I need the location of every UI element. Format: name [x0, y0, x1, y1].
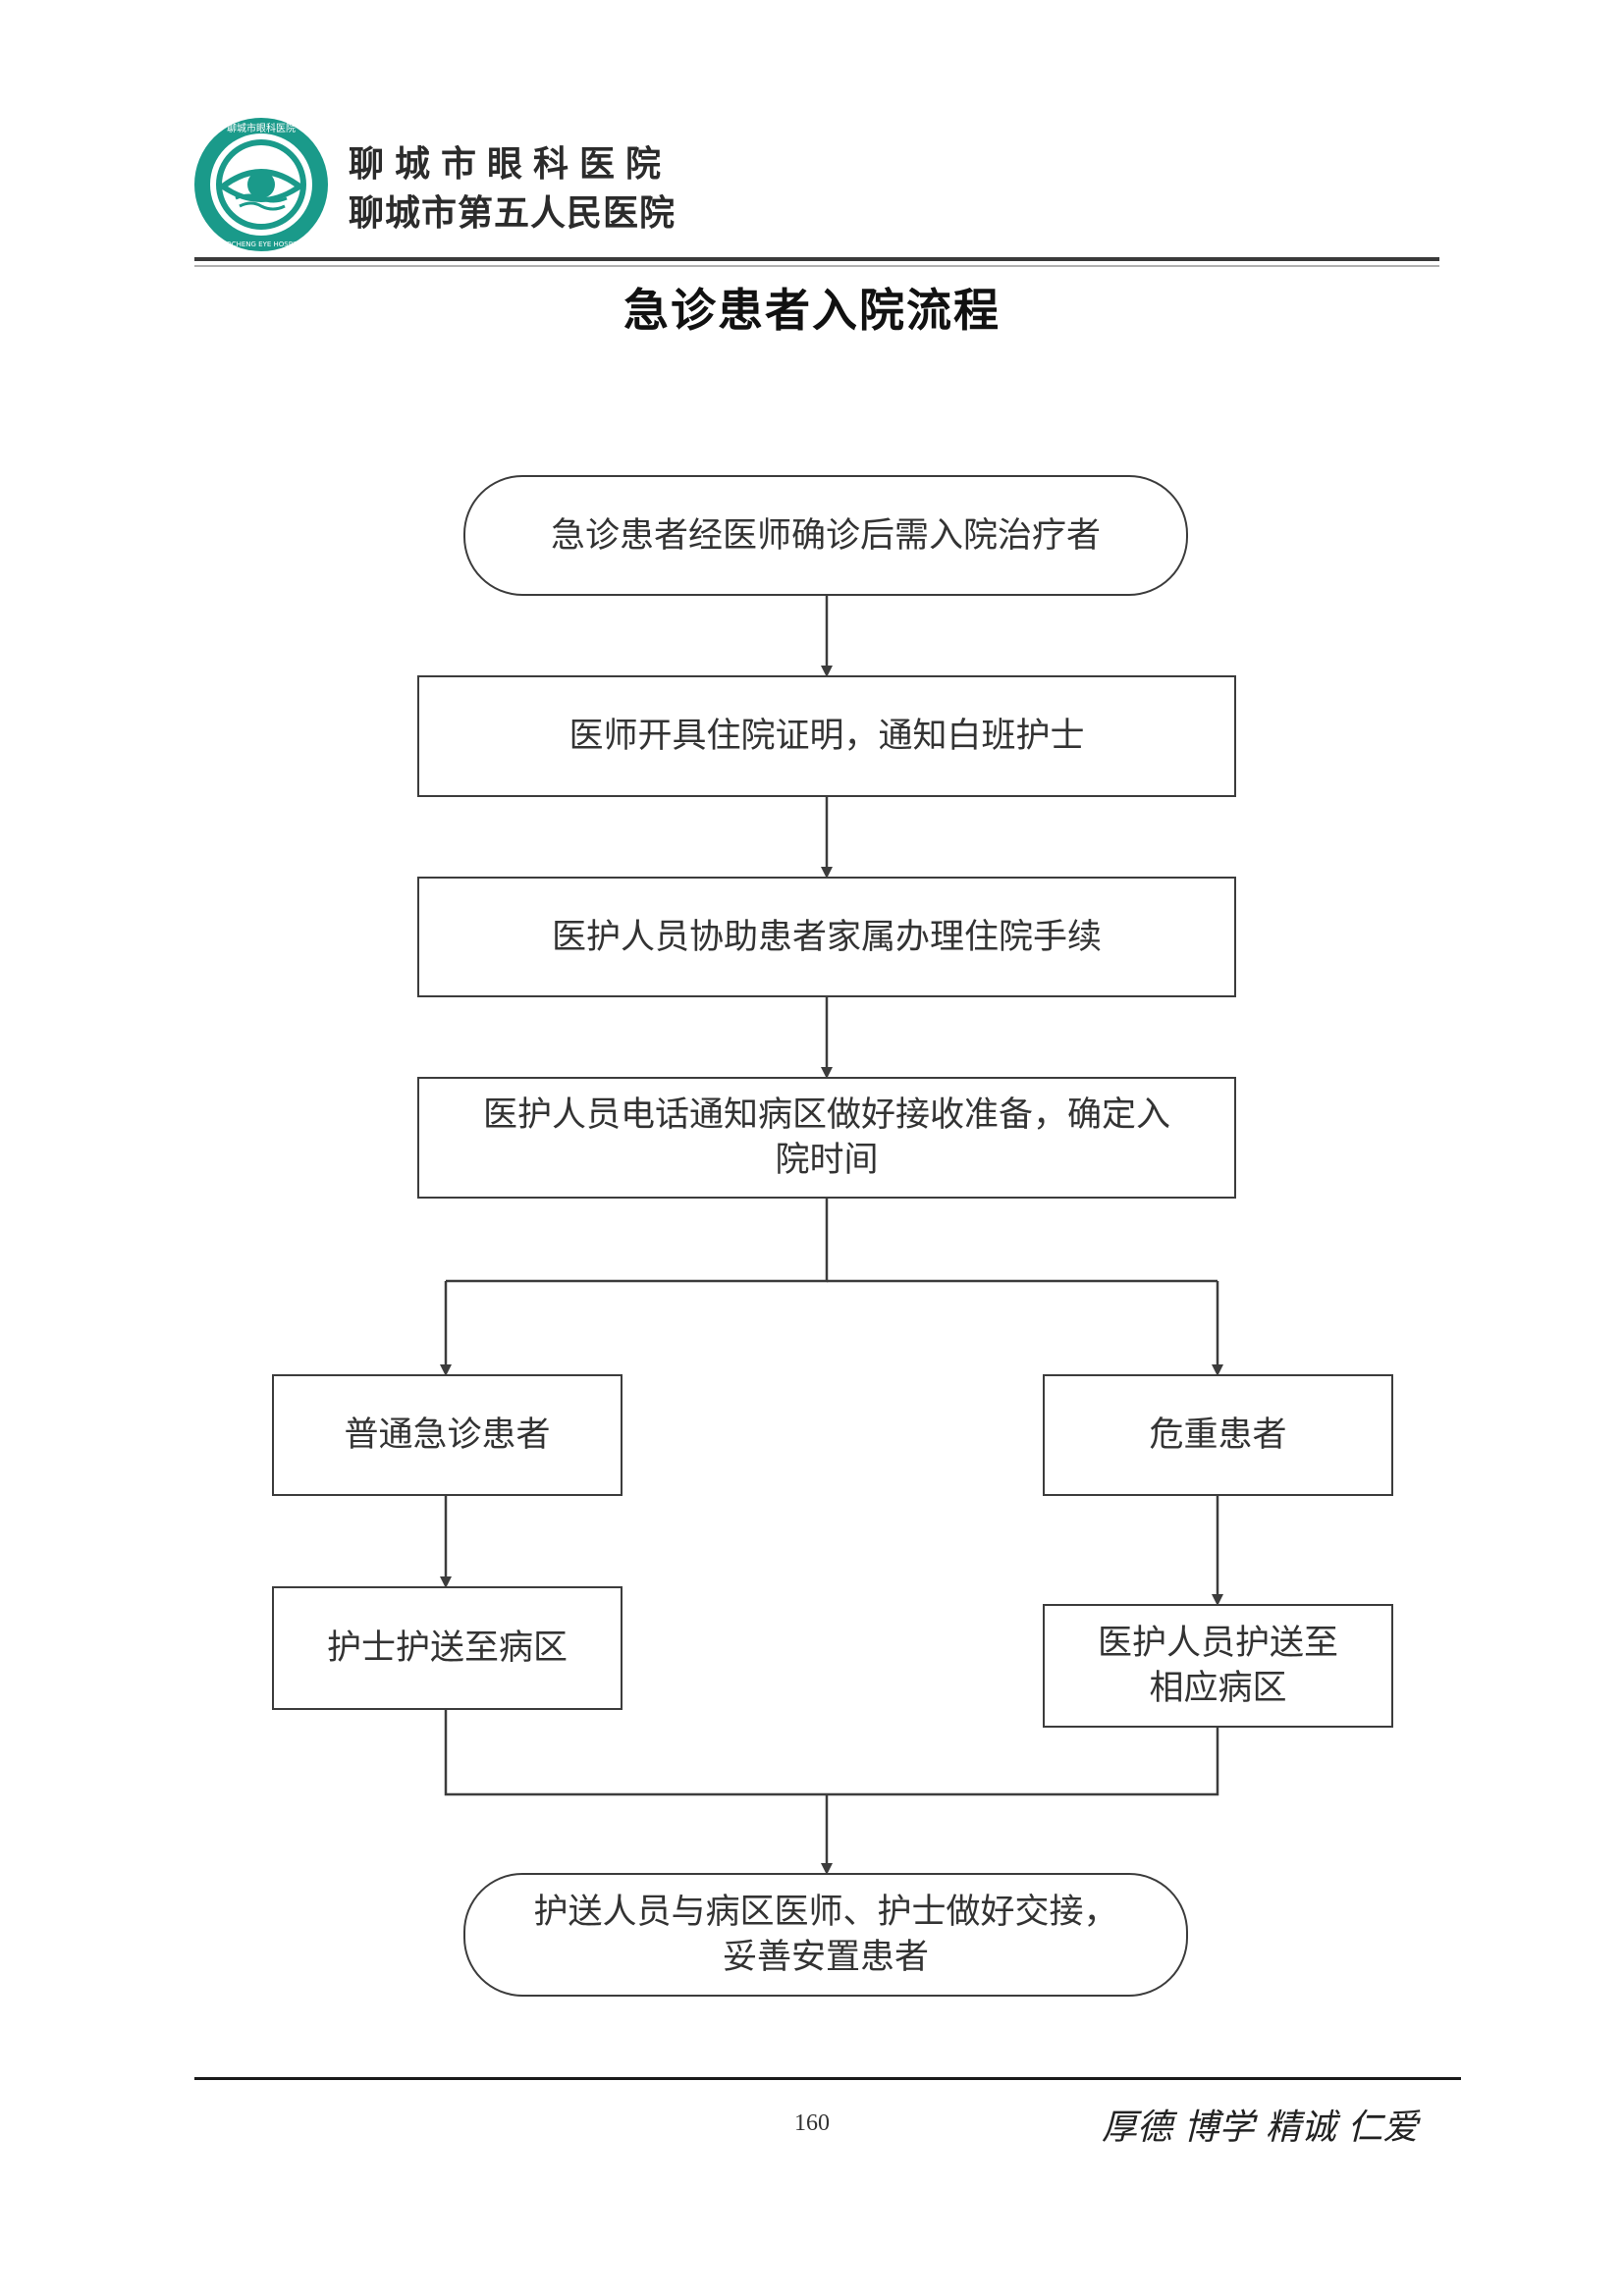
- header-rule: [194, 257, 1439, 261]
- flow-right-action-node: 医护人员护送至 相应病区: [1043, 1604, 1393, 1728]
- hospital-logo: 聊城市眼科医院 LIAOCHENG EYE HOSPITAL: [192, 116, 330, 253]
- flow-step-admission-procedure: 医护人员协助患者家属办理住院手续: [417, 877, 1236, 997]
- flow-right-branch-text: 危重患者: [1149, 1415, 1287, 1455]
- header-rule-thin: [194, 265, 1439, 267]
- flow-left-branch-node: 普通急诊患者: [272, 1374, 623, 1496]
- flow-step3-text-line2: 院时间: [775, 1141, 879, 1180]
- flow-left-action-text: 护士护送至病区: [326, 1629, 568, 1668]
- flow-left-action-node: 护士护送至病区: [272, 1586, 623, 1710]
- document-title: 急诊患者入院流程: [623, 284, 1001, 337]
- flow-step-issue-certificate: 医师开具住院证明，通知白班护士: [417, 675, 1236, 797]
- footer-motto: 厚德 博学 精诚 仁爱: [1102, 2108, 1419, 2148]
- flow-end-text-line1: 护送人员与病区医师、护士做好交接，: [533, 1893, 1118, 1932]
- merge-right: [827, 1728, 1219, 1796]
- merge-left: [444, 1710, 827, 1796]
- logo-ring-text: 聊城市眼科医院: [227, 122, 296, 134]
- branch-split: [446, 1199, 829, 1283]
- page-number: 160: [794, 2110, 830, 2136]
- flow-step-notify-ward: 医护人员电话通知病区做好接收准备，确定入 院时间: [417, 1077, 1236, 1199]
- flow-end-text-line2: 妥善安置患者: [722, 1938, 929, 1977]
- flow-step3-text-line1: 医护人员电话通知病区做好接收准备，确定入: [482, 1095, 1170, 1135]
- flow-step2-text: 医护人员协助患者家属办理住院手续: [551, 917, 1102, 957]
- flow-step1-text: 医师开具住院证明，通知白班护士: [568, 717, 1085, 756]
- flow-right-action-text-line2: 相应病区: [1149, 1669, 1287, 1708]
- hospital-name-alt: 聊城市第五人民医院: [349, 193, 677, 234]
- flow-right-action-text-line1: 医护人员护送至: [1097, 1624, 1338, 1663]
- logo-ring-text-en: LIAOCHENG EYE HOSPITAL: [216, 240, 307, 248]
- flow-right-branch-node: 危重患者: [1043, 1374, 1393, 1496]
- flow-end-node: 护送人员与病区医师、护士做好交接， 妥善安置患者: [463, 1873, 1188, 1997]
- flow-left-branch-text: 普通急诊患者: [344, 1415, 551, 1455]
- flow-start-text: 急诊患者经医师确诊后需入院治疗者: [550, 515, 1101, 556]
- flow-start-node: 急诊患者经医师确诊后需入院治疗者: [463, 475, 1188, 596]
- hospital-name: 聊城市眼科医院: [349, 144, 673, 185]
- footer-rule: [194, 2077, 1461, 2080]
